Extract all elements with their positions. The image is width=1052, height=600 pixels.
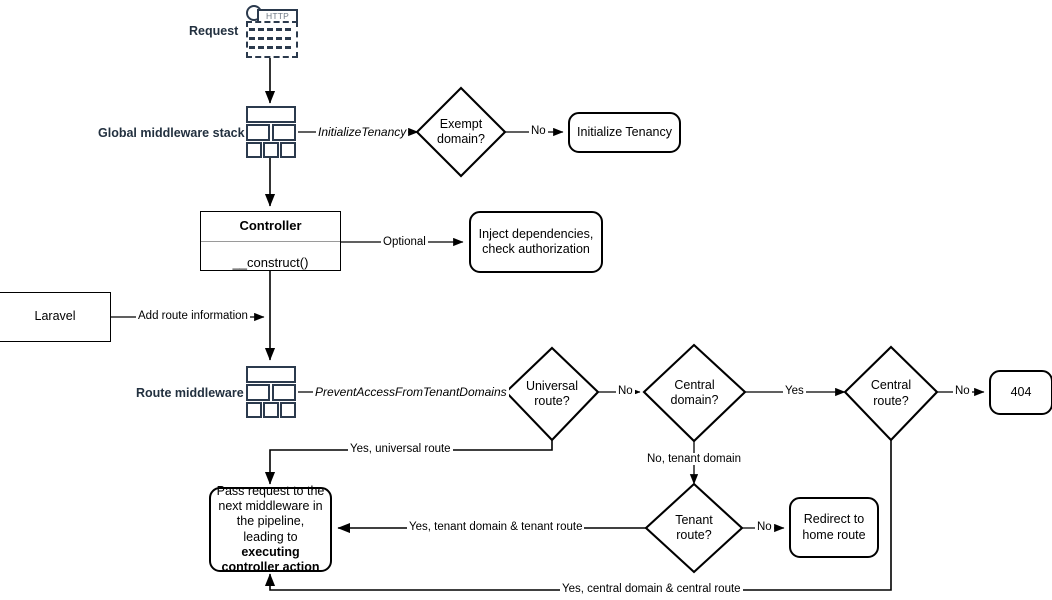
- stack-row3-c: [280, 142, 296, 158]
- node-inject-dependencies[interactable]: Inject dependencies,check authorization: [469, 211, 603, 273]
- edge-label-no-tenant-domain: No, tenant domain: [645, 453, 743, 465]
- diamond-tenant-route-shape: [644, 482, 744, 574]
- caption-global-middleware-stack: Global middleware stack: [98, 126, 245, 140]
- stack-row2-a: [246, 124, 270, 141]
- diamond-universal-route-shape: [504, 346, 600, 442]
- http-request-icon: HTTP: [246, 4, 298, 58]
- edge-label-exempt-no: No: [529, 125, 548, 137]
- edge-label-prevent-access-middleware: PreventAccessFromTenantDomains: [313, 385, 509, 399]
- node-initialize-tenancy-label: Initialize Tenancy: [577, 124, 672, 139]
- request-dash-line-3: [249, 46, 291, 49]
- stack-row3-b: [263, 402, 279, 418]
- edge-label-yes-universal-route: Yes, universal route: [348, 443, 453, 455]
- node-controller-title: Controller: [201, 212, 340, 242]
- node-inject-dependencies-label: Inject dependencies,check authorization: [478, 226, 594, 256]
- edge-label-yes-tenant-domain-tenant-route: Yes, tenant domain & tenant route: [407, 521, 585, 533]
- stack-row2-a: [246, 384, 270, 401]
- edge-label-tenant-route-no: No: [755, 521, 774, 533]
- diamond-central-route-shape: [843, 345, 939, 442]
- request-dash-line-2: [249, 37, 291, 40]
- node-pass-request-emphasis: executing controller action: [221, 544, 320, 574]
- edge-label-initialize-tenancy-middleware: InitializeTenancy: [316, 125, 409, 139]
- node-laravel-label: Laravel: [34, 309, 76, 324]
- global-middleware-stack-icon: [246, 106, 296, 158]
- node-controller-method: __construct(): [232, 254, 309, 270]
- caption-route-middleware: Route middleware: [136, 386, 244, 400]
- stack-row3-a: [246, 402, 262, 418]
- diamond-exempt-domain-shape: [415, 86, 507, 178]
- node-pass-request-plain: Pass request to the next middleware in t…: [216, 483, 325, 544]
- edge-label-yes-central-domain-central-route: Yes, central domain & central route: [560, 583, 743, 595]
- route-middleware-stack-icon: [246, 366, 296, 418]
- node-pass-request-label: Pass request to the next middleware in t…: [216, 484, 325, 576]
- node-404-label: 404: [1010, 384, 1032, 399]
- edge-label-universal-no: No: [616, 385, 635, 397]
- diamond-central-domain-shape: [642, 343, 747, 443]
- node-controller[interactable]: Controller __construct(): [200, 211, 341, 271]
- node-404[interactable]: 404: [989, 370, 1052, 415]
- stack-row1: [246, 366, 296, 383]
- stack-row3-a: [246, 142, 262, 158]
- caption-request: Request: [189, 24, 239, 38]
- stack-row2-b: [272, 384, 296, 401]
- edge-label-add-route-information: Add route information: [136, 310, 250, 322]
- node-pass-request[interactable]: Pass request to the next middleware in t…: [209, 484, 332, 574]
- edge-label-central-route-no: No: [953, 385, 972, 397]
- stack-row1: [246, 106, 296, 123]
- edge-label-optional: Optional: [381, 236, 428, 248]
- request-dash-line-1: [249, 28, 291, 31]
- stack-row3-b: [263, 142, 279, 158]
- stack-row3-c: [280, 402, 296, 418]
- edge-label-central-domain-yes: Yes: [783, 385, 806, 397]
- node-initialize-tenancy[interactable]: Initialize Tenancy: [568, 112, 681, 153]
- node-laravel[interactable]: Laravel: [0, 292, 111, 342]
- stack-row2-b: [272, 124, 296, 141]
